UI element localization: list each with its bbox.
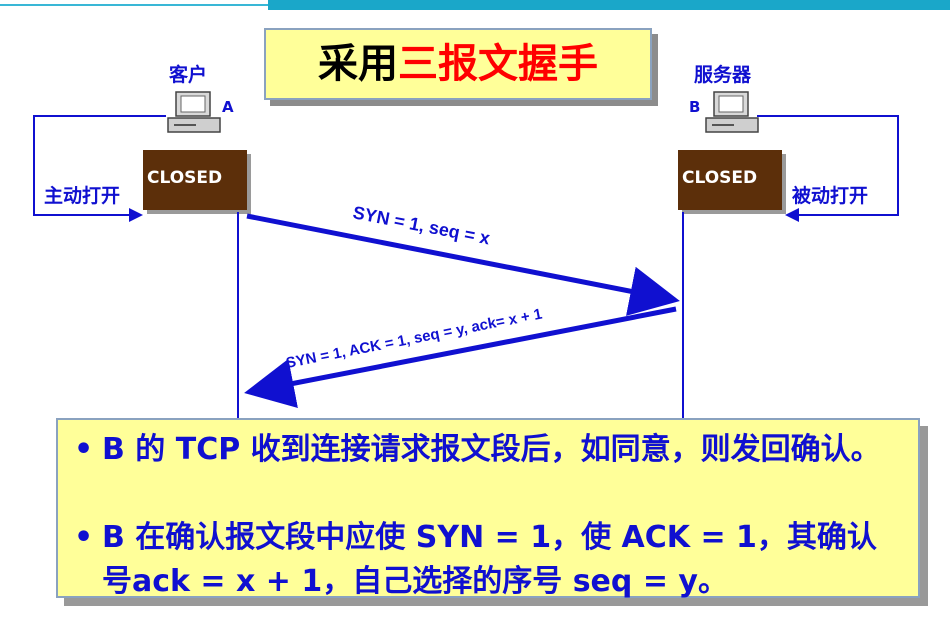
- syn-arrow: [246, 213, 680, 316]
- active-open-loop: [33, 115, 166, 222]
- bullet-icon: •: [74, 520, 94, 555]
- client-computer-icon: [167, 91, 221, 133]
- passive-open-loop: [757, 115, 899, 222]
- server-label: 服务器: [694, 64, 752, 86]
- top-bar: [268, 0, 950, 10]
- syn-ack-arrow: [244, 306, 677, 408]
- server-computer-icon: [705, 91, 759, 133]
- note-text: B 在确认报文段中应使 SYN = 1，使 ACK = 1，其确认号ack = …: [102, 520, 877, 599]
- slide-title: 采用三报文握手: [264, 28, 652, 100]
- client-label: 客户: [169, 64, 208, 86]
- passive-open-label: 被动打开: [792, 185, 869, 207]
- server-state-box: CLOSED: [678, 150, 782, 210]
- bullet-icon: •: [74, 432, 94, 467]
- note-text: B 的 TCP 收到连接请求报文段后，如同意，则发回确认。: [102, 432, 881, 467]
- explanation-box: • B 的 TCP 收到连接请求报文段后，如同意，则发回确认。 • B 在确认报…: [56, 418, 920, 599]
- note-item: • B 在确认报文段中应使 SYN = 1，使 ACK = 1，其确认号ack …: [58, 516, 898, 604]
- client-state-box: CLOSED: [143, 150, 247, 210]
- title-prefix: 采用: [318, 41, 398, 87]
- title-emphasis: 三报文握手: [398, 41, 598, 87]
- server-state: CLOSED: [682, 168, 758, 188]
- client-letter: A: [222, 98, 234, 116]
- client-state: CLOSED: [147, 168, 223, 188]
- active-open-label: 主动打开: [44, 185, 121, 207]
- note-item: • B 的 TCP 收到连接请求报文段后，如同意，则发回确认。: [58, 428, 898, 472]
- server-letter: B: [689, 98, 701, 116]
